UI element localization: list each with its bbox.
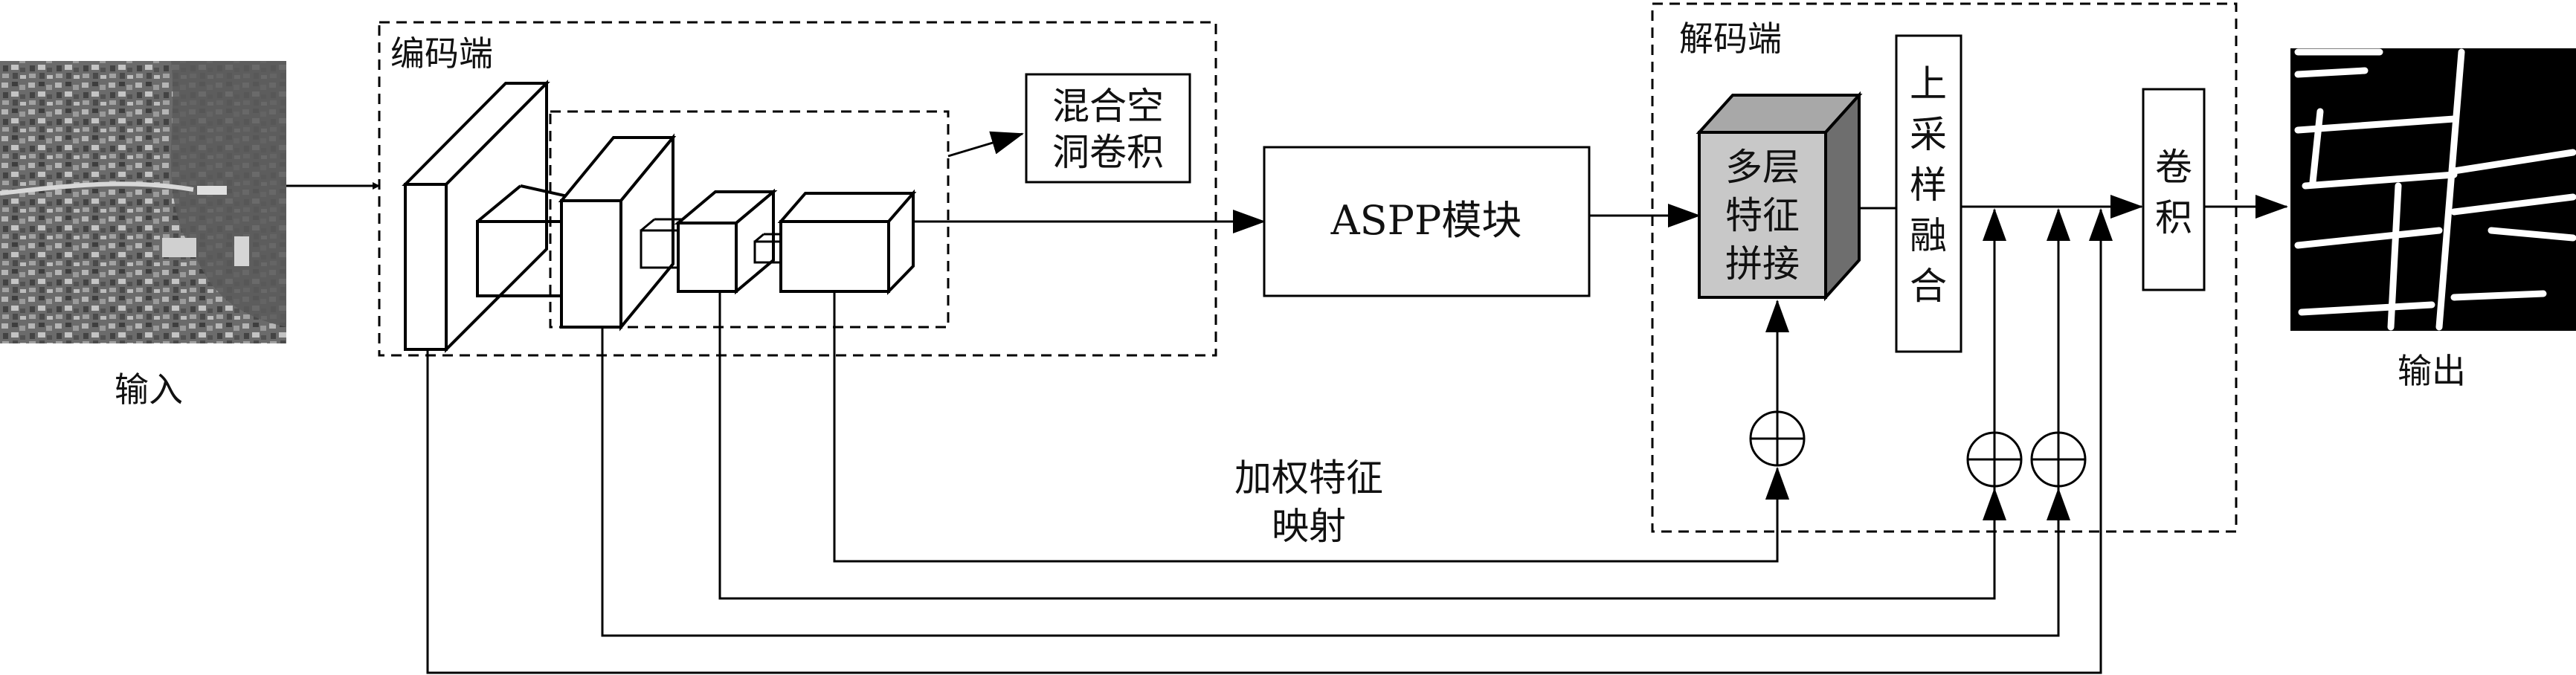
conv-label-2: 积	[2155, 196, 2192, 239]
input-label: 输入	[115, 369, 183, 410]
output-road-mask	[2290, 48, 2576, 331]
add-circle-2	[1966, 431, 2023, 488]
encoder-label: 编码端	[390, 33, 493, 74]
concat-label-line-3: 拼接	[1725, 242, 1800, 285]
weighted-label-line-1: 加权特征	[1234, 456, 1383, 500]
add-circle-3	[2030, 431, 2087, 488]
mixed-conv-label-line-2: 洞卷积	[1052, 131, 1164, 174]
encoder-layer-2	[558, 133, 677, 332]
aspp-module-box	[1263, 146, 1591, 297]
concat-label-line-1: 多层	[1725, 146, 1800, 189]
input-image-building-2	[162, 238, 196, 257]
upsample-label-5: 合	[1910, 265, 1947, 308]
encoder-layer-1	[402, 80, 550, 353]
encoder-dashed-box	[378, 21, 1217, 357]
multi-layer-concat-block	[1696, 91, 1863, 302]
input-image-road	[0, 181, 194, 196]
output-label: 输出	[2398, 351, 2466, 391]
concat-block-side	[1824, 91, 1861, 302]
mixed-dilated-conv-box	[1025, 73, 1191, 184]
mixed-conv-label-line-1: 混合空	[1052, 85, 1164, 128]
inner-dashed-box	[549, 110, 950, 329]
decoder-dashed-box	[1651, 2, 2238, 533]
concat-label-line-2: 特征	[1725, 194, 1800, 237]
weighted-label-line-2: 映射	[1272, 505, 1346, 548]
concat-block-front	[1698, 131, 1827, 299]
input-image-building-3	[234, 236, 249, 266]
add-circle-1	[1749, 410, 1806, 467]
upsample-label-3: 样	[1910, 164, 1947, 207]
to-mixed-conv-arrow	[947, 131, 1024, 158]
conv-label-1: 卷	[2155, 146, 2192, 189]
upsample-fusion-box	[1895, 34, 1962, 353]
input-image-building	[197, 186, 227, 195]
aspp-label: ASPP模块	[1330, 197, 1522, 244]
upsample-label-1: 上	[1910, 62, 1947, 106]
upsample-label-2: 采	[1910, 113, 1947, 156]
input-image	[0, 61, 286, 343]
conv-box	[2142, 88, 2206, 291]
skip-connections	[426, 212, 2102, 674]
decoder-label: 解码端	[1679, 19, 1782, 59]
input-image-river	[171, 61, 286, 327]
encoder-layer-4	[777, 189, 917, 295]
upsample-label-4: 融	[1910, 214, 1947, 257]
